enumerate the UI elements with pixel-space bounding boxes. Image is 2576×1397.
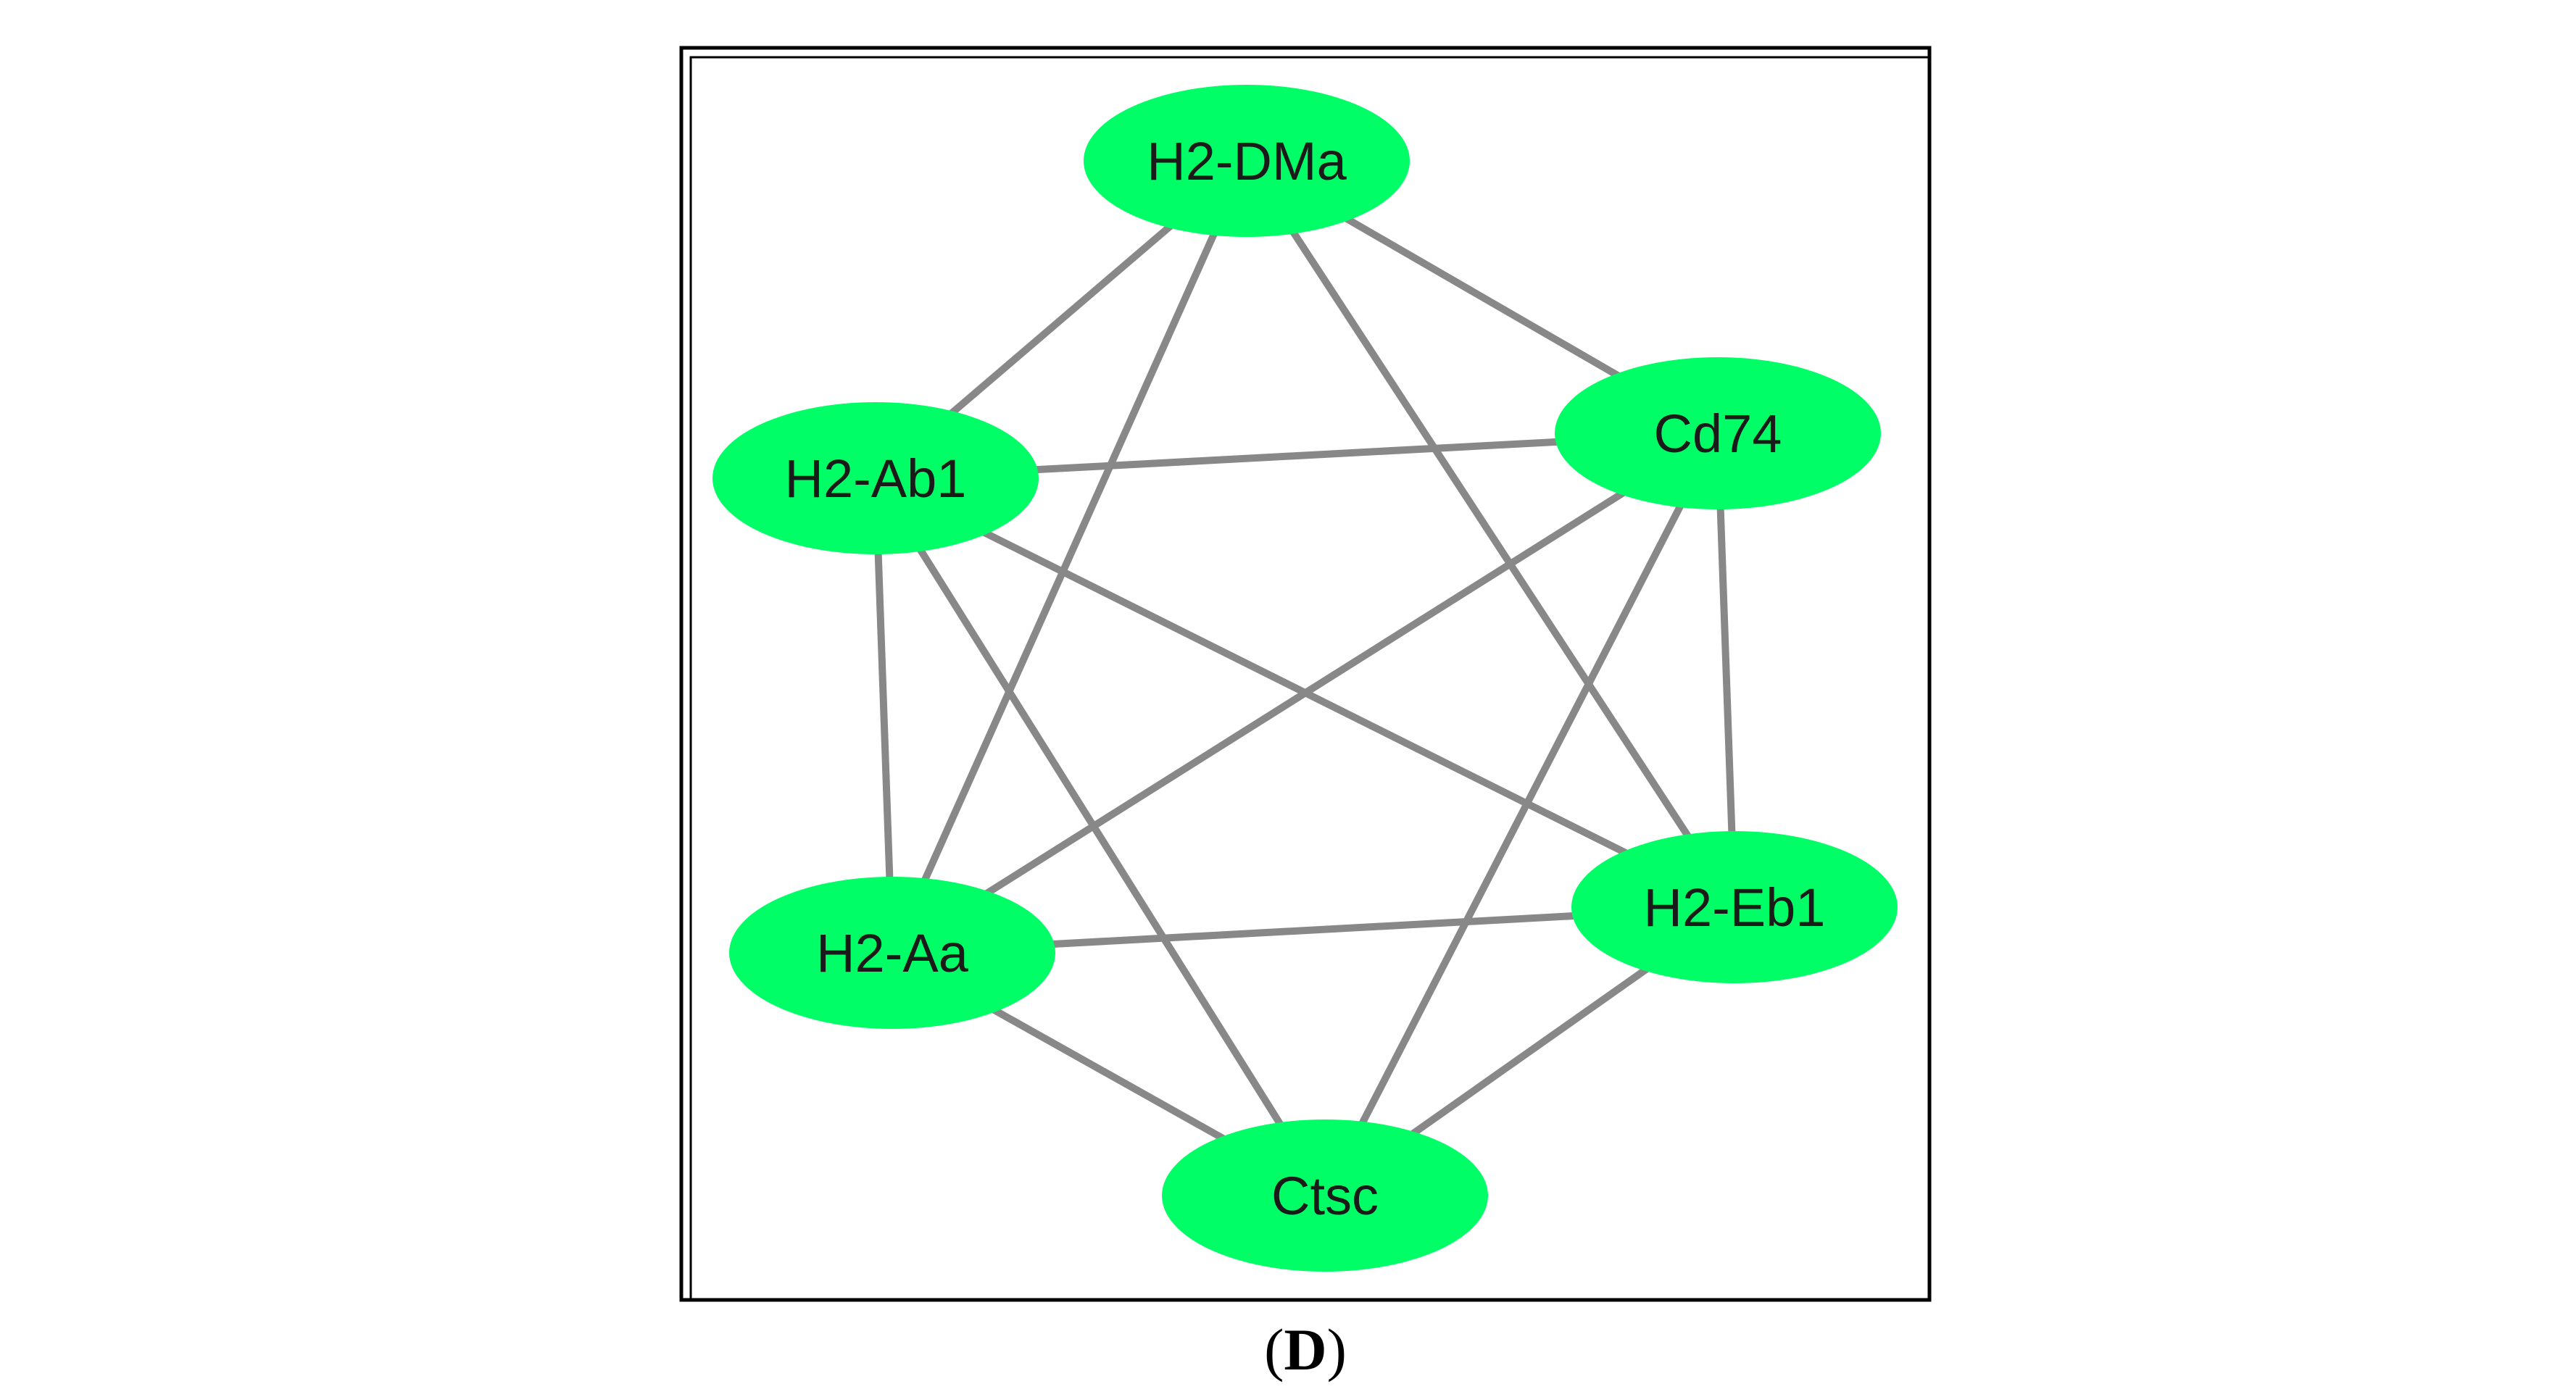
panel-label: (D) (1264, 1317, 1347, 1383)
node-cd74: Cd74 (1555, 357, 1881, 509)
node-label: H2-Ab1 (785, 449, 967, 509)
frame-inner-border (689, 56, 1931, 1301)
panel-label-close-paren: ) (1327, 1317, 1347, 1383)
node-ellipse (729, 877, 1055, 1029)
edge-cd74-h2-aa (890, 430, 1720, 956)
node-label: H2-DMa (1147, 131, 1347, 191)
edge-h2-ab1-ctsc (872, 476, 1329, 1198)
panel-label-open-paren: ( (1264, 1317, 1284, 1383)
node-ellipse (1571, 831, 1898, 983)
edge-layer (872, 157, 1738, 1199)
node-h2-dma: H2-DMa (1084, 85, 1410, 237)
node-h2-ab1: H2-Ab1 (712, 402, 1039, 554)
panel-label-letter: D (1284, 1317, 1326, 1383)
node-ctsc: Ctsc (1162, 1119, 1488, 1272)
edge-h2-ab1-h2-aa (872, 478, 896, 954)
node-h2-aa: H2-Aa (729, 877, 1055, 1029)
frame-outer-border (679, 46, 1932, 1302)
node-label: H2-Eb1 (1644, 877, 1826, 938)
node-h2-eb1: H2-Eb1 (1571, 831, 1898, 983)
edge-h2-dma-h2-eb1 (1243, 159, 1738, 909)
node-label: Cd74 (1654, 404, 1782, 464)
node-label: H2-Aa (816, 923, 969, 983)
node-ellipse (1084, 85, 1410, 237)
edge-cd74-ctsc (1321, 431, 1721, 1198)
node-ellipse (1555, 357, 1881, 509)
node-label: Ctsc (1271, 1166, 1379, 1226)
edge-cd74-h2-eb1 (1714, 433, 1738, 908)
node-ellipse (712, 402, 1039, 554)
edge-h2-dma-h2-aa (889, 159, 1250, 955)
node-ellipse (1162, 1119, 1488, 1272)
network-frame (679, 46, 1932, 1302)
